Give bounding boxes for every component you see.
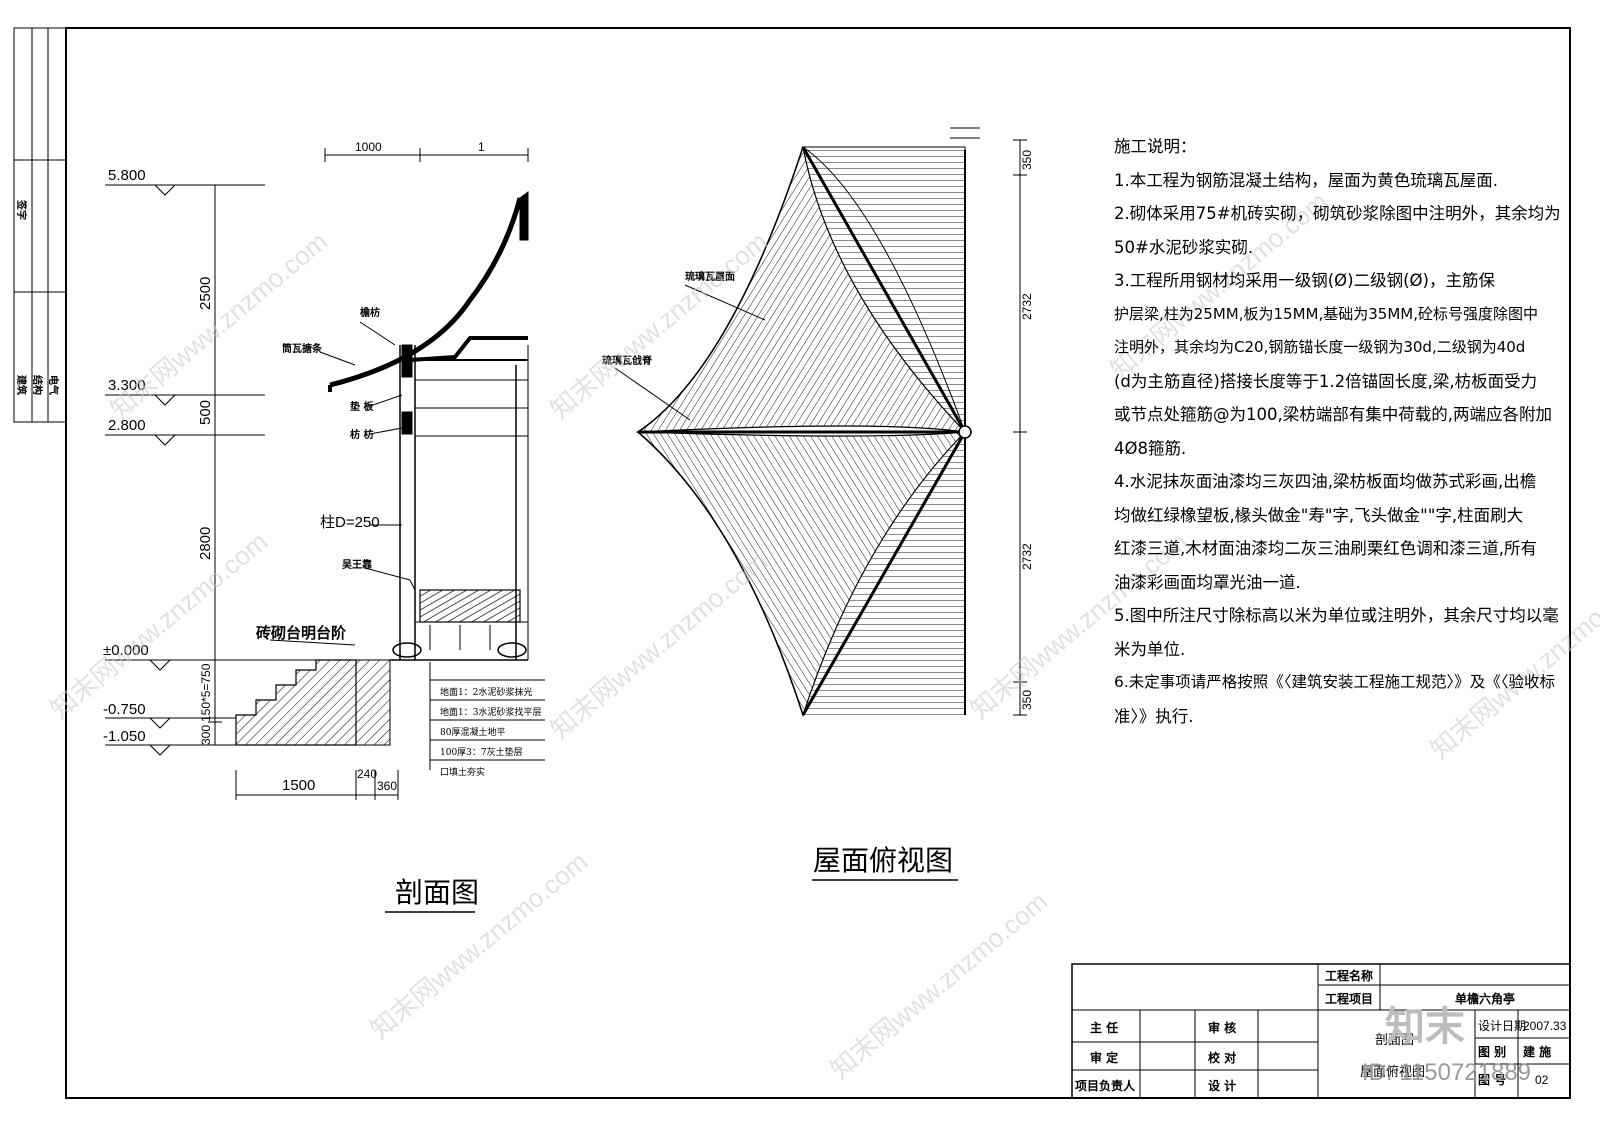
vertical-dim: 150*5=750 (199, 663, 213, 722)
watermark-text: 知末网www.znzmo.com (825, 886, 1053, 1084)
title-block-texts: 工程名称 工程项目 单檐六角亭 主 任 审 定 项目负责人 审 核 校 对 设 … (1075, 968, 1567, 1093)
label-bracket: 吴王靠 (342, 558, 372, 571)
elevation-label: -1.050 (103, 728, 146, 745)
label-tile-strip: 筒瓦搪条 (282, 342, 323, 355)
watermark-logo: 知末 (1385, 1004, 1465, 1050)
tb-number-value: 02 (1535, 1073, 1549, 1087)
notes-line: 米为单位. (1114, 639, 1186, 659)
floor-layer: 80厚混凝土地平 (440, 726, 505, 738)
elevation-label: 3.300 (108, 377, 146, 394)
side-strip-labels: 签字 建筑 结构 电气 (15, 199, 60, 395)
roof-plan-texts: 琉璃瓦屋面 琉璃瓦戗脊 350 2732 2732 350 屋面俯视图 (602, 150, 1034, 881)
notes-line: 3.工程所用钢材均采用一级钢(Ø)二级钢(Ø)，主筋保 (1114, 271, 1495, 290)
floor-layer: 口填土夯实 (440, 766, 485, 778)
roof-dim: 2732 (1020, 293, 1034, 320)
label-steps: 砖砌台明台阶 (256, 624, 347, 642)
label-tile-roof: 琉璃瓦屋面 (685, 270, 735, 283)
bottom-dim: 360 (377, 779, 397, 793)
notes-line: 油漆彩画面均罩光油一道. (1114, 572, 1301, 592)
title-block (1071, 963, 1571, 1099)
tb-drawing-name-1: 剖面图 (1375, 1033, 1414, 1048)
tb-leader: 项目负责人 (1075, 1078, 1136, 1093)
tb-check: 校 对 (1208, 1050, 1236, 1065)
roof-title: 屋面俯视图 (813, 844, 953, 877)
roof-dim: 2732 (1020, 543, 1034, 570)
bottom-dim: 240 (357, 767, 377, 781)
notes-line: 50#水泥砂浆实砌. (1114, 237, 1254, 257)
label-ridge: 琉璃瓦戗脊 (602, 354, 653, 367)
drawing-frame (13, 27, 1571, 1099)
roof-dim: 350 (1020, 150, 1034, 170)
tb-approve: 审 定 (1090, 1050, 1118, 1065)
tb-drawing-name-2: 屋面俯视图 (1360, 1064, 1425, 1080)
side-label: 电气 (47, 375, 60, 395)
notes-line: 1.本工程为钢筋混凝土结构，屋面为黄色琉璃瓦屋面. (1114, 170, 1498, 190)
project-name-label: 工程名称 (1325, 968, 1373, 983)
section-dimension-texts: 5.800 3.300 2.800 ±0.000 -0.750 -1.050 2… (103, 140, 541, 913)
notes-line: 红漆三道,木材面油漆均二灰三油刷栗红色调和漆三道,所有 (1114, 539, 1537, 558)
notes-line: 4.水泥抹灰面油漆均三灰四油,梁枋板面均做苏式彩画,出檐 (1114, 472, 1537, 491)
notes-line: 准〉》执行. (1114, 706, 1194, 726)
watermark-text: 知末网www.znzmo.com (45, 526, 273, 724)
notes-line: 6.未定事项请严格按照《〈建筑安装工程施工规范〉》及《〈验收标 (1114, 673, 1556, 691)
floor-layer: 100厚3：7灰土垫层 (440, 746, 523, 758)
floor-layer: 地面1：2水泥砂浆抹光 (440, 686, 532, 698)
tb-date-label: 设计日期 (1478, 1019, 1526, 1033)
tb-date-value: 2007.33 (1523, 1019, 1567, 1033)
elevation-label: 2.800 (108, 417, 146, 434)
vertical-dim: 2500 (197, 277, 214, 310)
elevation-label: 5.800 (108, 167, 146, 184)
elevation-label: -0.750 (103, 701, 146, 718)
label-purlin: 檐枋 (360, 306, 380, 319)
vertical-dim: 300 (199, 725, 213, 745)
top-dim: 1000 (355, 140, 382, 154)
vertical-dim: 2800 (197, 527, 214, 560)
side-label: 签字 (15, 199, 28, 220)
notes-heading: 施工说明： (1114, 137, 1197, 156)
label-board: 垫 板 (350, 400, 374, 413)
watermark-text: 知末网www.znzmo.com (545, 546, 773, 744)
construction-notes: 施工说明： 1.本工程为钢筋混凝土结构，屋面为黄色琉璃瓦屋面. 2.砌体采用75… (1114, 130, 1564, 733)
notes-line: 4Ø8箍筋. (1114, 438, 1187, 458)
notes-line: 注明外，其余均为C20,钢筋锚长度一级钢为30d,二级钢为40d (1114, 338, 1526, 356)
notes-line: 或节点处箍筋@为100,梁枋端部有集中荷载的,两端应各附加 (1114, 405, 1552, 424)
notes-line: 5.图中所注尺寸除标高以米为单位或注明外，其余尺寸均以毫 (1114, 606, 1559, 625)
tb-number-label: 图 号 (1478, 1072, 1506, 1087)
project-item-value: 单檐六角亭 (1455, 991, 1515, 1006)
tb-review: 审 核 (1208, 1020, 1236, 1035)
side-label: 建筑 (15, 374, 28, 395)
tb-director: 主 任 (1090, 1020, 1118, 1035)
tb-design: 设 计 (1208, 1078, 1236, 1093)
roof-plan (614, 127, 1027, 717)
tb-discipline-label: 图 别 (1478, 1045, 1506, 1059)
label-beam: 枋 枋 (350, 428, 373, 441)
section-drawing (105, 148, 545, 800)
notes-line: 均做红绿橡望板,椽头做金"寿"字,飞头做金""字,柱面刷大 (1114, 505, 1524, 525)
section-title: 剖面图 (395, 876, 479, 909)
bottom-dim: 1500 (282, 777, 315, 794)
project-item-label: 工程项目 (1325, 991, 1373, 1006)
notes-line: (d为主筋直径)搭接长度等于1.2倍锚固长度,梁,枋板面受力 (1114, 371, 1538, 391)
watermark-id: ID: 1150721889 (1362, 1059, 1531, 1086)
vertical-dim: 500 (197, 400, 214, 425)
tb-discipline-value: 建 施 (1522, 1044, 1551, 1059)
side-label: 结构 (31, 375, 44, 395)
notes-line: 护层梁,柱为25MM,板为15MM,基础为35MM,砼标号强度除图中 (1114, 304, 1538, 323)
top-dim: 1 (478, 140, 485, 154)
elevation-label: ±0.000 (103, 642, 149, 659)
roof-dim: 350 (1020, 690, 1034, 710)
label-column: 柱D=250 (320, 514, 380, 531)
notes-line: 2.砌体采用75#机砖实砌，砌筑砂浆除图中注明外，其余均为 (1114, 204, 1561, 223)
floor-layer: 地面1：3水泥砂浆找平层 (440, 706, 541, 718)
